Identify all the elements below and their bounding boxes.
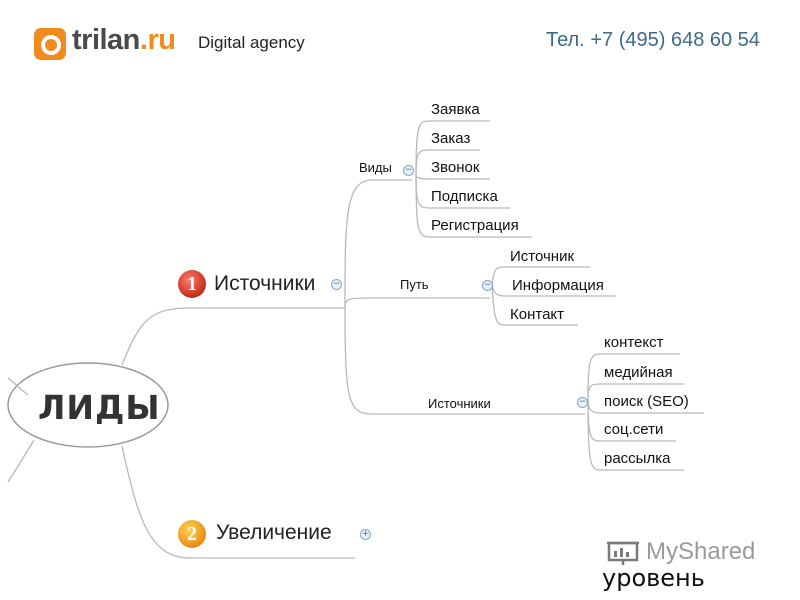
edge-ist-1	[587, 353, 680, 401]
root-stub-bottom	[7, 439, 35, 483]
edge-hub-istochniki	[344, 307, 585, 415]
logo-text[interactable]: trilan.ru	[72, 24, 176, 57]
istochniki-item[interactable]: соц.сети	[604, 421, 664, 438]
edge-vidy-2	[415, 149, 480, 176]
phone-number[interactable]: Тел. +7 (495) 648 60 54	[546, 29, 760, 51]
logo-main: trilan	[72, 24, 140, 56]
branch1-number-badge: 1	[178, 270, 206, 298]
istochniki-item[interactable]: контекст	[604, 334, 664, 351]
put-item[interactable]: Источник	[510, 248, 575, 265]
edge-root-branch1	[121, 307, 345, 366]
edge-hub-vidy	[344, 179, 412, 309]
tagline: Digital agency	[198, 33, 305, 52]
istochniki-item[interactable]: медийная	[604, 364, 673, 381]
edge-put-1	[491, 266, 590, 286]
minus-circle-icon[interactable]: −	[403, 165, 414, 176]
branch2-number-badge: 2	[178, 520, 206, 548]
group-vidy[interactable]: Виды	[359, 160, 392, 175]
istochniki-item[interactable]: рассылка	[604, 450, 671, 467]
bottom-word: уровень	[602, 564, 705, 592]
root-ellipse	[7, 362, 169, 448]
minus-circle-icon[interactable]: −	[331, 279, 342, 290]
presentation-board-icon	[607, 541, 639, 565]
edge-vidy-5	[415, 174, 532, 238]
edge-ist-5	[587, 399, 684, 471]
watermark-brand: MyShared	[646, 538, 756, 565]
group-istochniki[interactable]: Источники	[428, 396, 491, 411]
edge-hub-put	[344, 297, 490, 309]
minus-circle-icon[interactable]: −	[482, 280, 493, 291]
vidy-item[interactable]: Заказ	[431, 130, 471, 147]
edge-vidy-1	[415, 120, 490, 176]
put-item[interactable]: Контакт	[510, 306, 565, 323]
vidy-item[interactable]: Звонок	[431, 159, 480, 176]
istochniki-item[interactable]: поиск (SEO)	[604, 393, 689, 410]
vidy-item[interactable]: Регистрация	[431, 217, 519, 234]
root-node[interactable]: ЛИДЫ	[38, 388, 161, 427]
edge-put-3	[491, 284, 578, 326]
branch2-node[interactable]: Увеличение	[216, 521, 332, 544]
logo-icon	[34, 28, 66, 60]
plus-circle-icon[interactable]: +	[360, 529, 371, 540]
branch1-node[interactable]: Источники	[214, 272, 316, 295]
put-item[interactable]: Информация	[512, 277, 604, 294]
vidy-item[interactable]: Подписка	[431, 188, 498, 205]
minus-circle-icon[interactable]: −	[577, 397, 588, 408]
root-stub-top	[7, 377, 29, 396]
edge-ist-2	[587, 383, 684, 401]
edge-root-branch2	[121, 445, 355, 559]
group-put[interactable]: Путь	[400, 277, 429, 292]
logo-tld: .ru	[139, 24, 176, 56]
vidy-item[interactable]: Заявка	[431, 101, 480, 118]
